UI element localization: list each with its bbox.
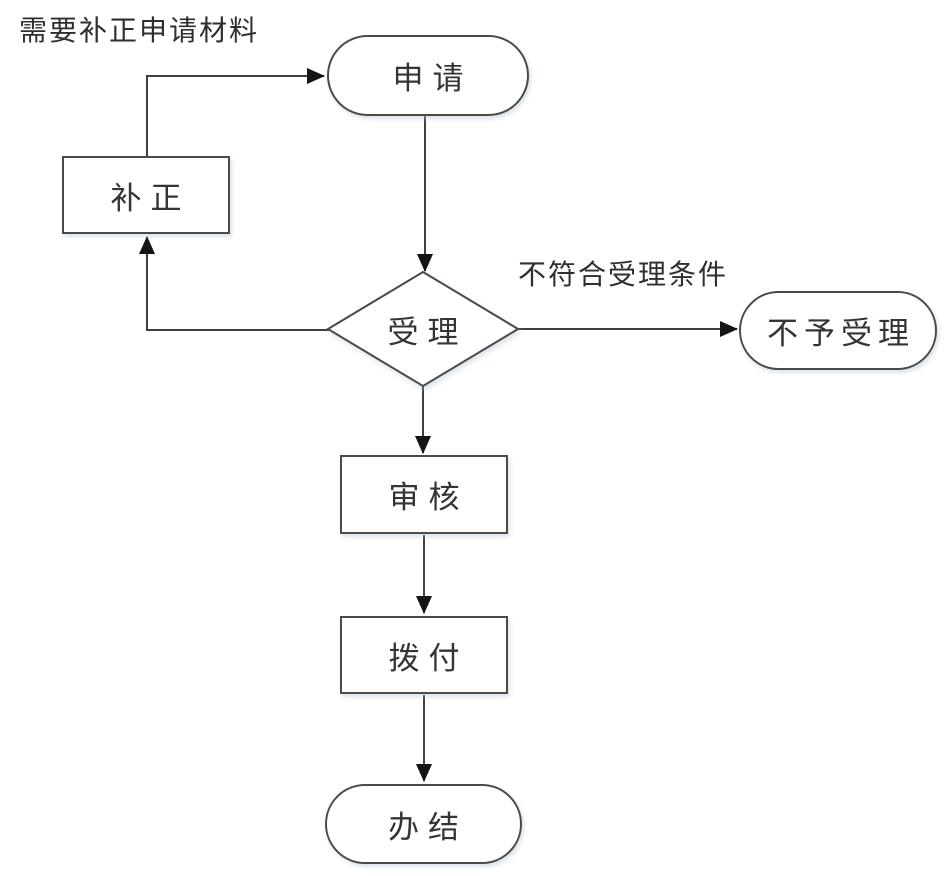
node-apply-label: 申请 xyxy=(392,61,473,96)
node-supplement-label: 补正 xyxy=(110,180,191,216)
node-review-label: 审核 xyxy=(388,480,469,515)
node-accept-label: 受理 xyxy=(387,314,468,350)
node-complete: 办结 xyxy=(325,784,522,864)
node-apply: 申请 xyxy=(327,35,529,116)
edge-label-not-qualified: 不符合受理条件 xyxy=(518,259,729,290)
edge-label-need-supplement: 需要补正申请材料 xyxy=(19,15,260,46)
node-complete-label: 办结 xyxy=(388,809,468,845)
node-disburse: 拨付 xyxy=(340,616,508,694)
node-reject-label: 不予受理 xyxy=(767,316,915,351)
node-supplement: 补正 xyxy=(62,156,230,234)
node-review: 审核 xyxy=(340,455,508,534)
edge-supplement-to-apply xyxy=(146,68,325,156)
node-accept-diamond xyxy=(326,270,520,388)
edge-accept-to-supplement xyxy=(139,236,330,331)
node-disburse-label: 拨付 xyxy=(388,640,469,676)
node-reject: 不予受理 xyxy=(739,291,937,370)
